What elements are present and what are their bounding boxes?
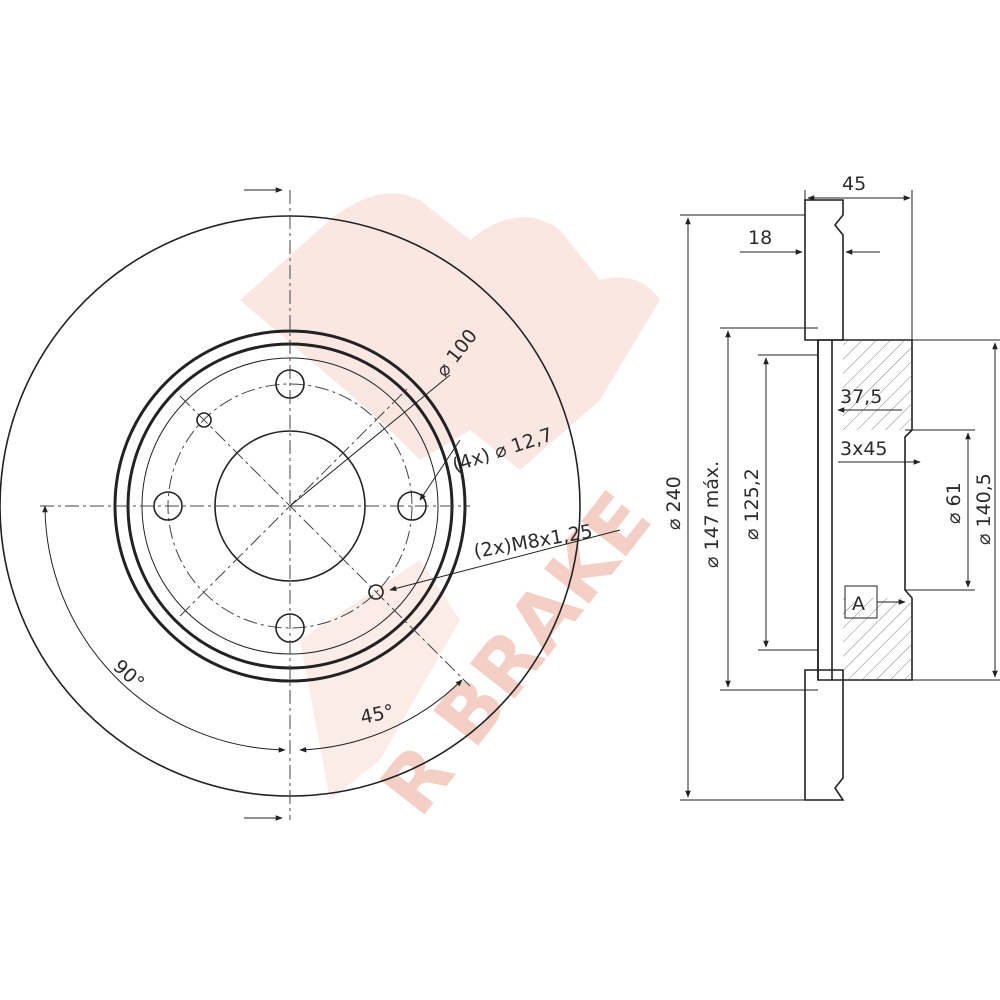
section-hub-hatch	[843, 340, 912, 680]
section-view: 45 18 ⌀ 240 ⌀ 147 máx. ⌀ 125,2 37,5 3x45…	[663, 173, 1000, 801]
label-angle-90: 90°	[109, 655, 149, 694]
watermark-logo-shape	[240, 193, 660, 471]
label-overall-thickness: 45	[842, 173, 866, 195]
datum-label: A	[852, 593, 865, 615]
label-inner-diameter: ⌀ 125,2	[741, 468, 763, 540]
label-outer-diameter: ⌀ 240	[663, 476, 685, 530]
label-hat-height: 37,5	[840, 386, 882, 408]
leader-bolt-holes	[419, 439, 461, 501]
thread-hole-upper-left	[196, 412, 212, 428]
angle-arc-90	[42, 505, 286, 753]
angle-arc-45	[299, 679, 463, 753]
leader-threads	[389, 529, 621, 592]
section-disc-upper	[804, 199, 844, 341]
label-chamfer: 3x45	[840, 438, 888, 460]
label-hub-diameter: ⌀ 140,5	[973, 473, 995, 545]
watermark: R BRAKE	[240, 193, 669, 832]
label-center-bore: ⌀ 61	[943, 482, 965, 524]
centerline-diagonal	[179, 395, 471, 687]
thread-hole-lower-right	[368, 584, 384, 600]
label-disc-thickness: 18	[748, 227, 772, 249]
leader-bolt-circle	[289, 374, 451, 507]
label-hat-diameter: ⌀ 147 máx.	[701, 461, 723, 568]
